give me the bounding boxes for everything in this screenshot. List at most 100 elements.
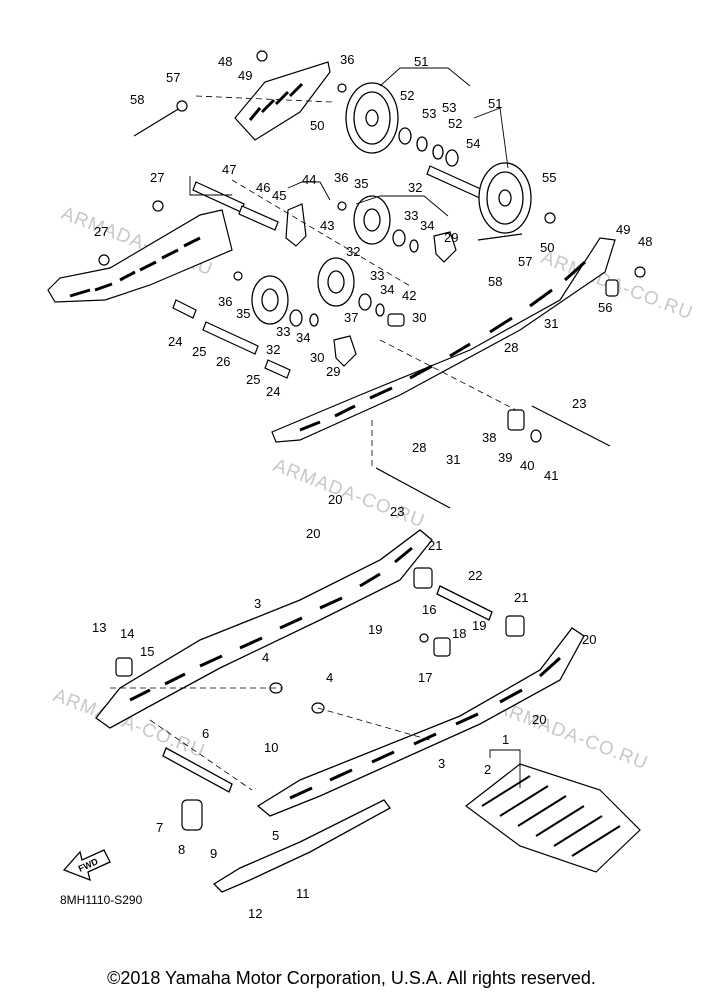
bolt-58-left: [133, 107, 181, 137]
nut-16: [419, 633, 429, 643]
right-long-arm: [271, 237, 616, 443]
wheel-51-left: [345, 82, 399, 154]
collar-34b: [375, 303, 385, 317]
bracket-44: [285, 203, 307, 247]
callout-4b: 4: [326, 670, 333, 685]
nut-27b: [98, 254, 110, 266]
nut-57a: [176, 100, 188, 112]
watermark-lower-right: ARMADA-CO.RU: [493, 697, 651, 774]
bolt-48a: [256, 50, 268, 62]
callout-46: 46: [256, 180, 270, 195]
callout-36a: 36: [340, 52, 354, 67]
bracket-29-lower: [333, 335, 357, 367]
wheel-32-lower: [251, 275, 289, 325]
shaft-6: [162, 747, 233, 793]
slide-runner-11: [212, 799, 391, 893]
callout-labels: 48 49 57 58 36 51 50 52 53 53 52 51 54 5…: [92, 52, 652, 921]
track-section: [465, 763, 641, 873]
nut-27a: [152, 200, 164, 212]
callout-33a: 33: [404, 208, 418, 223]
callout-57a: 57: [166, 70, 180, 85]
callout-14: 14: [120, 626, 134, 641]
bracket-29-upper: [433, 231, 457, 263]
callout-34b: 34: [380, 282, 394, 297]
slide-rail-3-left: [95, 529, 433, 729]
reference-lines: [110, 95, 517, 791]
callout-1: 1: [502, 732, 509, 747]
callout-38: 38: [482, 430, 496, 445]
bearing-52a: [398, 127, 412, 145]
callout-51a: 51: [414, 54, 428, 69]
callout-29a: 29: [444, 230, 458, 245]
shaft-46: [238, 205, 279, 231]
callout-29b: 29: [326, 364, 340, 379]
callout-3a: 3: [254, 596, 261, 611]
callout-41: 41: [544, 468, 558, 483]
callout-32c: 32: [266, 342, 280, 357]
pipe-24-lower: [264, 359, 291, 379]
callout-20a: 20: [328, 492, 342, 507]
callout-25a: 25: [192, 344, 206, 359]
nut-36a: [337, 83, 347, 93]
callout-39: 39: [498, 450, 512, 465]
callout-19b: 19: [472, 618, 486, 633]
wheel-32-upper: [353, 195, 391, 245]
callout-33c: 33: [276, 324, 290, 339]
callout-31a: 31: [544, 316, 558, 331]
callout-27a: 27: [150, 170, 164, 185]
callout-28a: 28: [504, 340, 518, 355]
callout-23a: 23: [572, 396, 586, 411]
nut-55: [544, 212, 556, 224]
callout-56: 56: [598, 300, 612, 315]
diagram-code: 8MH1110-S290: [60, 893, 143, 907]
block-17: [433, 637, 451, 657]
block-21b: [505, 615, 525, 637]
callout-15: 15: [140, 644, 154, 659]
left-upper-arm-plate: [47, 209, 233, 303]
callout-50a: 50: [310, 118, 324, 133]
callout-50b: 50: [540, 240, 554, 255]
callout-44: 44: [302, 172, 316, 187]
callout-25b: 25: [246, 372, 260, 387]
callout-52a: 52: [400, 88, 414, 103]
callout-12: 12: [248, 906, 262, 921]
bearing-33a: [392, 229, 406, 247]
callout-57b: 57: [518, 254, 532, 269]
callout-10: 10: [264, 740, 278, 755]
callout-32b: 32: [346, 244, 360, 259]
slide-rail-3-right: [256, 627, 585, 817]
callout-30b: 30: [310, 350, 324, 365]
block-8: [181, 799, 203, 831]
callout-32a: 32: [408, 180, 422, 195]
callout-37: 37: [344, 310, 358, 325]
callout-52b: 52: [448, 116, 462, 131]
callout-19a: 19: [368, 622, 382, 637]
callout-49b: 49: [616, 222, 630, 237]
callout-24a: 24: [168, 334, 182, 349]
collar-53a: [416, 136, 428, 152]
collar-34a: [409, 239, 419, 253]
callout-47: 47: [222, 162, 236, 177]
callout-49a: 49: [238, 68, 252, 83]
callout-30a: 30: [412, 310, 426, 325]
callout-55: 55: [542, 170, 556, 185]
callout-20b: 20: [306, 526, 320, 541]
callout-35a: 35: [354, 176, 368, 191]
callout-17: 17: [418, 670, 432, 685]
block-56: [605, 279, 619, 297]
shaft-47: [192, 181, 245, 213]
callout-7: 7: [156, 820, 163, 835]
collar-42: [387, 313, 405, 327]
callout-58a: 58: [130, 92, 144, 107]
callout-20d: 20: [532, 712, 546, 727]
callout-24b: 24: [266, 384, 280, 399]
bearing-33b: [358, 293, 372, 311]
callout-3b: 3: [438, 756, 445, 771]
callout-40: 40: [520, 458, 534, 473]
small-parts: [98, 50, 646, 831]
block-14: [115, 657, 133, 677]
nut-36b: [337, 201, 347, 211]
group-brackets: [189, 67, 521, 788]
copyright-notice: ©2018 Yamaha Motor Corporation, U.S.A. A…: [107, 968, 596, 988]
pipe-24-upper: [172, 299, 197, 319]
